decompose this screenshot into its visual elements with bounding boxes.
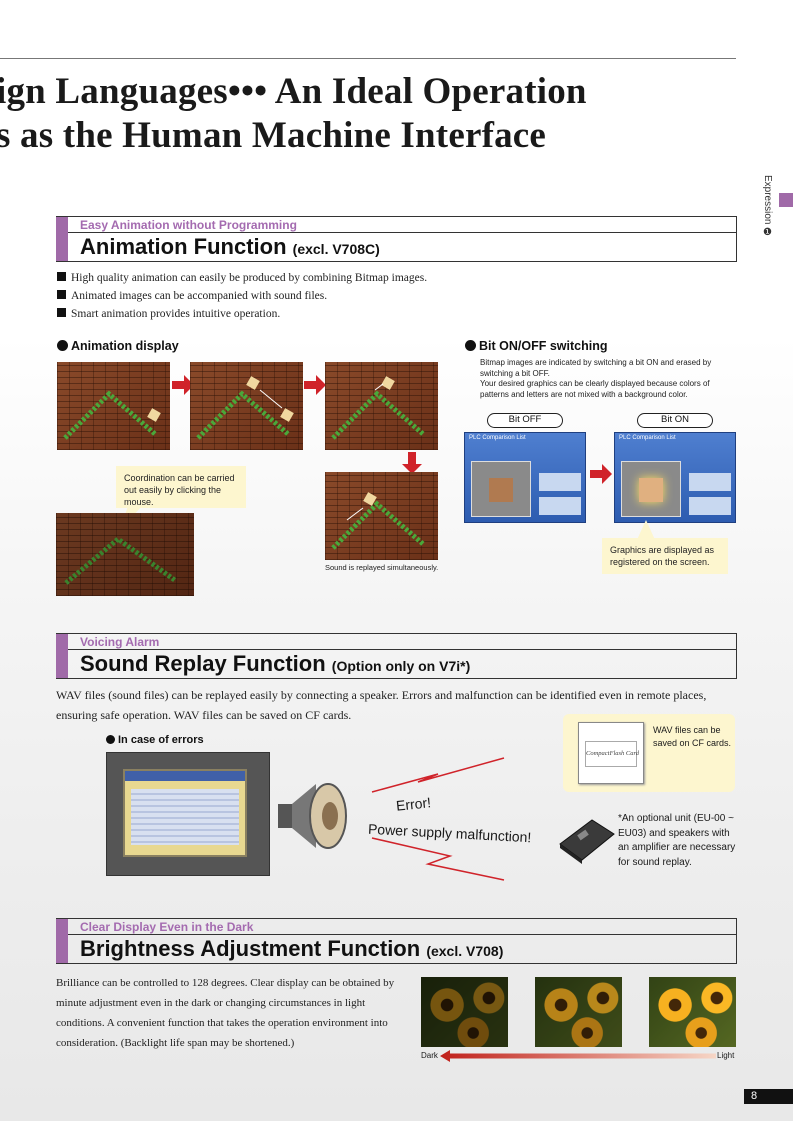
side-accent-tab — [779, 193, 793, 207]
bit-on-label: Bit ON — [637, 413, 713, 428]
animation-bullets: High quality animation can easily be pro… — [57, 272, 427, 326]
sound-body: WAV files (sound files) can be replayed … — [56, 688, 707, 722]
section-divider — [68, 232, 736, 233]
device-screen — [123, 769, 247, 857]
animation-section-header: Easy Animation without Programming Anima… — [56, 216, 737, 262]
cf-card-box: CompactFlash Card WAV files can be saved… — [563, 714, 735, 792]
arrow-right-icon — [172, 375, 194, 395]
brightness-subtitle: Clear Display Even in the Dark — [80, 920, 254, 934]
callout-pointer-icon — [636, 520, 656, 542]
sound-subtitle: Voicing Alarm — [80, 635, 160, 649]
square-bullet-icon — [57, 290, 66, 299]
sound-title-suffix: (Option only on V7i*) — [331, 658, 471, 674]
expansion-unit-icon — [559, 819, 615, 864]
arrow-down-icon — [402, 452, 422, 474]
graphics-callout: Graphics are displayed as registered on … — [602, 538, 728, 574]
sound-title-text: Sound Replay Function — [80, 651, 326, 676]
flower-medium-image — [535, 977, 622, 1047]
brightness-section-header: Clear Display Even in the Dark Brightnes… — [56, 918, 737, 964]
animation-title: Animation Function (excl. V708C) — [80, 234, 380, 260]
bullet-item: Animated images can be accompanied with … — [57, 290, 427, 308]
sound-replay-note: Sound is replayed simultaneously. — [325, 563, 439, 572]
brightness-title-suffix: (excl. V708) — [426, 943, 504, 959]
page-number: 8 — [744, 1089, 793, 1104]
section-divider — [68, 649, 736, 650]
square-bullet-icon — [57, 308, 66, 317]
animation-title-text: Animation Function — [80, 234, 287, 259]
flower-dark-image — [421, 977, 508, 1047]
animation-display-heading: Animation display — [57, 339, 179, 353]
top-rule — [0, 58, 736, 59]
arrow-right-icon — [590, 464, 612, 484]
speaker-icon — [278, 783, 347, 849]
side-section-label: Expression ❶ — [762, 175, 773, 239]
hmi-screen-bit-on: PLC Comparison List — [614, 432, 736, 523]
brightness-gradient-arrow — [440, 1050, 716, 1062]
animation-title-suffix: (excl. V708C) — [292, 241, 380, 257]
bit-switching-description: Bitmap images are indicated by switching… — [480, 358, 712, 399]
lightning-bolts-icon — [371, 757, 505, 881]
animation-frame-3 — [325, 362, 438, 450]
light-label: Light — [717, 1051, 735, 1060]
section-divider — [68, 934, 736, 935]
coordination-callout: Coordination can be carried out easily b… — [116, 466, 246, 508]
animation-frame-4 — [325, 472, 438, 560]
dark-label: Dark — [421, 1051, 438, 1060]
dot-bullet-icon — [57, 340, 68, 351]
animation-subtitle: Easy Animation without Programming — [80, 218, 297, 232]
animation-frame-2 — [190, 362, 303, 450]
hmi-screen-bit-off: PLC Comparison List — [464, 432, 586, 523]
cf-note: WAV files can be saved on CF cards. — [653, 725, 732, 748]
errors-heading: In case of errors — [106, 734, 204, 746]
compactflash-card-icon: CompactFlash Card — [578, 722, 644, 784]
brightness-title: Brightness Adjustment Function (excl. V7… — [80, 936, 503, 962]
section-accent-bar — [56, 919, 68, 963]
sound-section-header: Voicing Alarm Sound Replay Function (Opt… — [56, 633, 737, 679]
zigzag-graphic-icon — [196, 376, 294, 440]
animation-frame-1 — [57, 362, 170, 450]
square-bullet-icon — [57, 272, 66, 281]
section-accent-bar — [56, 217, 68, 261]
dot-bullet-icon — [106, 735, 115, 744]
zigzag-graphic-icon — [64, 535, 178, 585]
mouse-click-frame — [56, 513, 194, 596]
brightness-body: Brilliance can be controlled to 128 degr… — [56, 977, 395, 1049]
optional-unit-note: *An optional unit (EU-00 ~ EU03) and spe… — [618, 813, 736, 868]
bit-off-label: Bit OFF — [487, 413, 563, 428]
arrow-right-icon — [304, 375, 326, 395]
flower-light-image — [649, 977, 736, 1047]
bullet-item: Smart animation provides intuitive opera… — [57, 308, 427, 326]
page-title-line-1: ign Languages••• An Ideal Operation — [0, 71, 587, 112]
section-accent-bar — [56, 634, 68, 678]
sound-title: Sound Replay Function (Option only on V7… — [80, 651, 470, 677]
chip-image — [471, 461, 531, 517]
bullet-item: High quality animation can easily be pro… — [57, 272, 427, 290]
bit-switching-heading: Bit ON/OFF switching — [465, 339, 607, 353]
zigzag-graphic-icon — [331, 492, 425, 550]
zigzag-graphic-icon — [63, 390, 161, 440]
zigzag-graphic-icon — [331, 376, 425, 440]
brightness-title-text: Brightness Adjustment Function — [80, 936, 421, 961]
chip-image — [621, 461, 681, 517]
hmi-device-errors — [106, 752, 270, 876]
page-title-line-2: s as the Human Machine Interface — [0, 115, 547, 156]
dot-bullet-icon — [465, 340, 476, 351]
